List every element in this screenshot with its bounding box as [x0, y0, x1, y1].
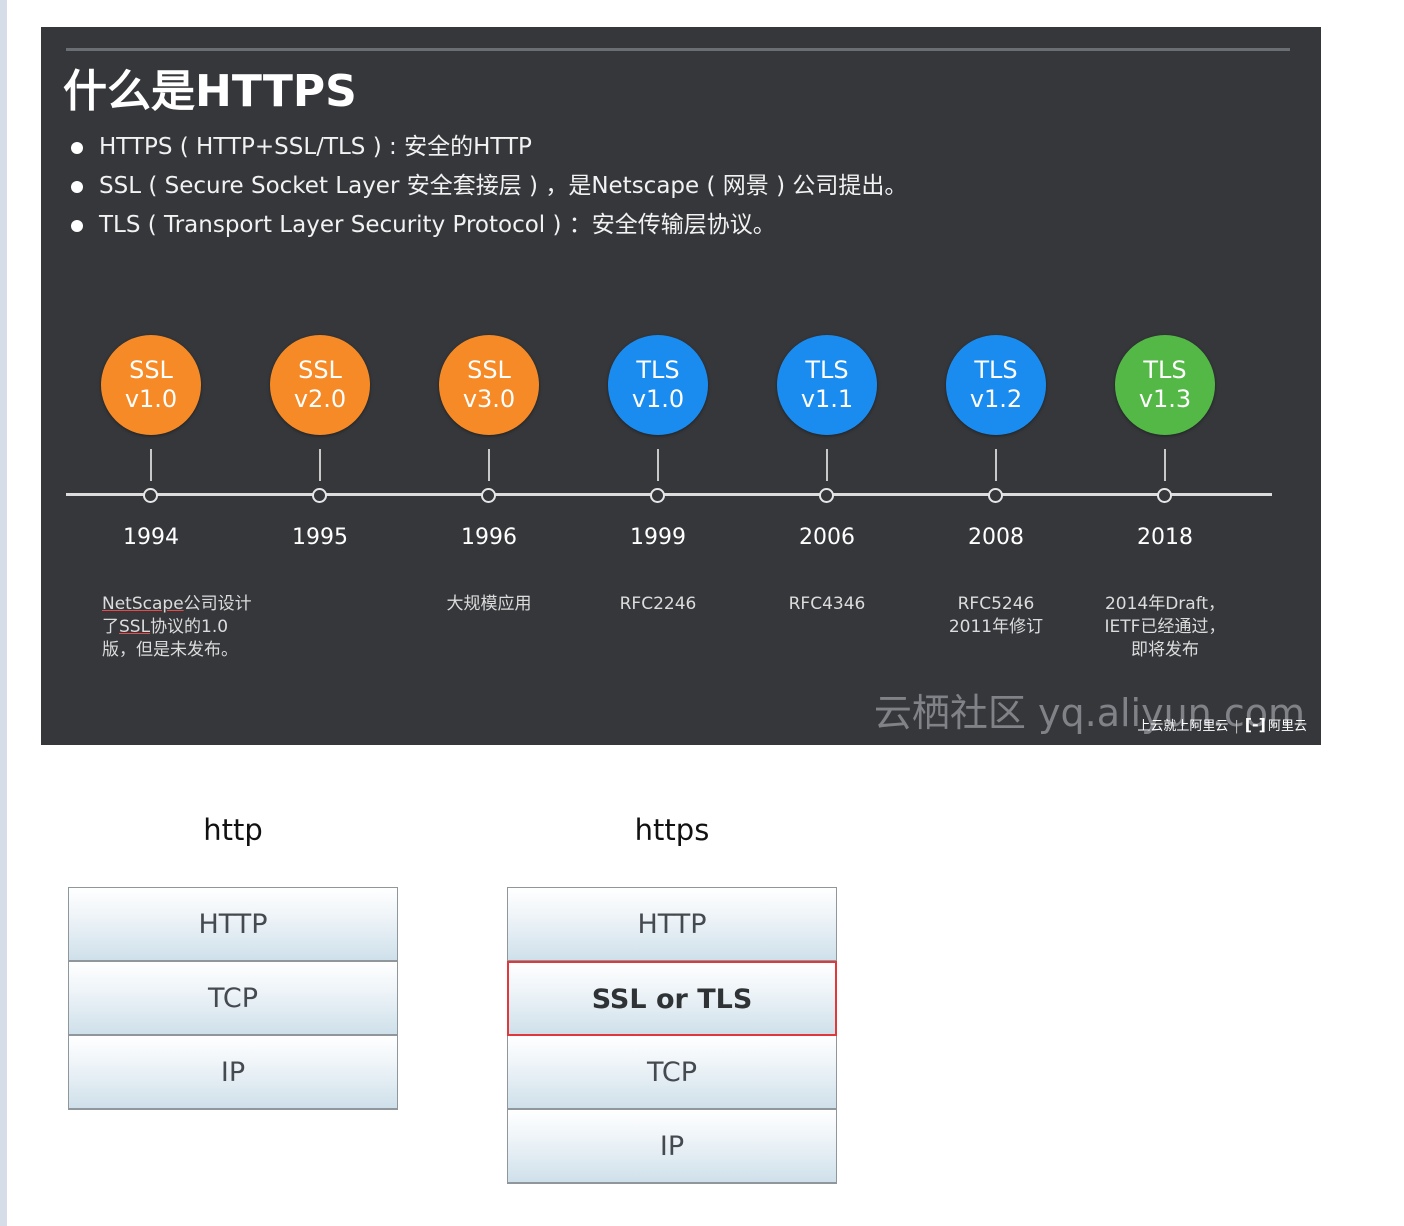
watermark: 云栖社区 yq.aliyun.com: [873, 691, 1305, 735]
timeline-note: NetScape公司设计了SSL协议的1.0版，但是未发布。: [102, 594, 252, 660]
version-protocol: SSL: [129, 356, 173, 384]
https-slide: 什么是HTTPS HTTPS ( HTTP+SSL/TLS ) : 安全的HTT…: [41, 27, 1321, 745]
timeline-year: 1999: [630, 525, 686, 550]
timeline-node: [481, 488, 496, 503]
protocol-layer: HTTP: [68, 887, 398, 962]
timeline-stem: [995, 449, 997, 481]
version-number: v2.0: [293, 385, 347, 413]
brand-separator: |: [1234, 719, 1239, 734]
protocol-layer: IP: [68, 1035, 398, 1110]
timeline-note: RFC2246: [619, 594, 697, 614]
brand-slogan: 上云就上阿里云: [1137, 719, 1229, 734]
protocol-layer: HTTP: [507, 887, 837, 962]
bullet-dot-icon: [71, 142, 83, 154]
bullet-item: HTTPS ( HTTP+SSL/TLS ) : 安全的HTTP: [69, 129, 907, 168]
https-stack-title: https: [634, 813, 710, 847]
timeline-node: [650, 488, 665, 503]
timeline-stem: [1164, 449, 1166, 481]
protocol-layer: SSL or TLS: [507, 961, 837, 1036]
version-protocol: TLS: [636, 356, 680, 384]
version-protocol: SSL: [298, 356, 342, 384]
timeline-node: [143, 488, 158, 503]
version-number: v1.3: [1138, 385, 1192, 413]
timeline-note: RFC4346: [788, 594, 866, 614]
timeline-year: 1994: [123, 525, 179, 550]
timeline-year: 1996: [461, 525, 517, 550]
timeline-node: [1157, 488, 1172, 503]
slide-title: 什么是HTTPS: [63, 66, 357, 117]
timeline-year: 2006: [799, 525, 855, 550]
timeline-axis: [66, 493, 1272, 496]
http-stack-title: http: [203, 813, 263, 847]
slide-divider: [66, 48, 1290, 51]
timeline-node: [988, 488, 1003, 503]
left-edge-bar: [0, 0, 7, 1226]
version-protocol: TLS: [1143, 356, 1187, 384]
protocol-layer: IP: [507, 1109, 837, 1184]
aliyun-logo-icon: [-]: [1244, 715, 1266, 734]
timeline-node: [819, 488, 834, 503]
timeline-year: 1995: [292, 525, 348, 550]
timeline-node: [312, 488, 327, 503]
timeline-year: 2018: [1137, 525, 1193, 550]
bullet-item: TLS ( Transport Layer Security Protocol …: [69, 207, 907, 246]
version-number: v1.0: [124, 385, 178, 413]
timeline-note: 2014年Draft，IETF已经通过，即将发布: [1104, 594, 1226, 660]
timeline-stem: [319, 449, 321, 481]
protocol-layer: TCP: [507, 1035, 837, 1110]
version-protocol: TLS: [974, 356, 1018, 384]
timeline-stem: [826, 449, 828, 481]
timeline-stem: [657, 449, 659, 481]
version-protocol: SSL: [467, 356, 511, 384]
timeline-year: 2008: [968, 525, 1024, 550]
version-protocol: TLS: [805, 356, 849, 384]
version-number: v1.1: [800, 385, 854, 413]
brand-name: 阿里云: [1267, 719, 1307, 734]
bullet-dot-icon: [71, 181, 83, 193]
brand-footer: 上云就上阿里云 | [-]阿里云: [1137, 715, 1307, 734]
timeline-stem: [488, 449, 490, 481]
timeline-stem: [150, 449, 152, 481]
version-number: v3.0: [462, 385, 516, 413]
timeline-note: 大规模应用: [446, 594, 532, 614]
version-number: v1.2: [969, 385, 1023, 413]
bullet-dot-icon: [71, 220, 83, 232]
protocol-layer: TCP: [68, 961, 398, 1036]
version-number: v1.0: [631, 385, 685, 413]
bullet-item: SSL ( Secure Socket Layer 安全套接层 ) ，是Nets…: [69, 168, 907, 207]
bullet-list: HTTPS ( HTTP+SSL/TLS ) : 安全的HTTP SSL ( S…: [69, 129, 907, 246]
